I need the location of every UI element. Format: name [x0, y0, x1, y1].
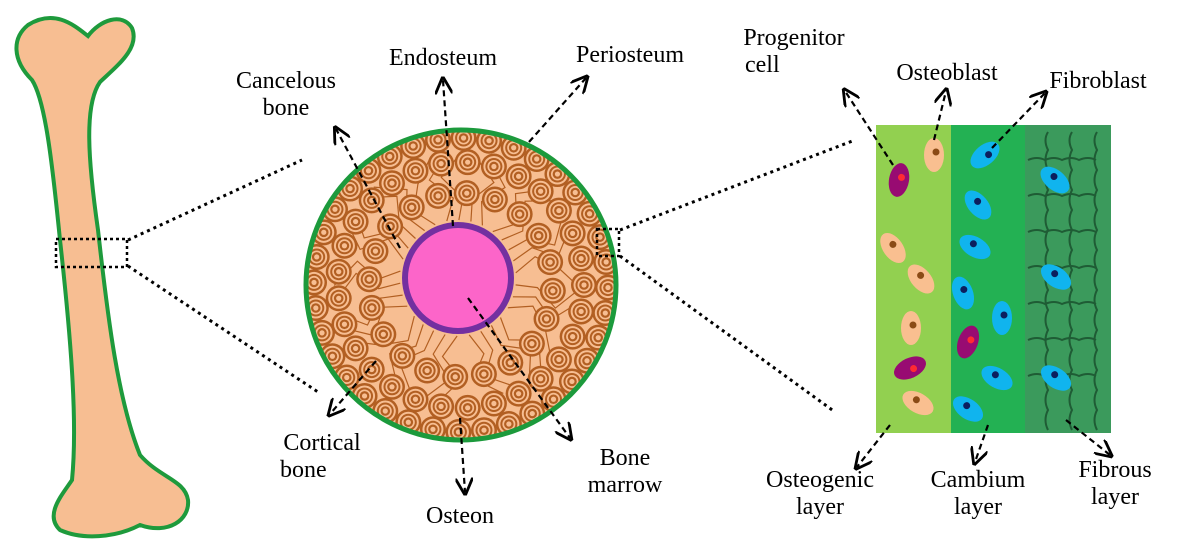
osteon [507, 201, 533, 227]
osteon [359, 357, 385, 383]
osteon [526, 223, 552, 249]
label-cortical-bone-line2: bone [272, 457, 372, 484]
osteon [534, 306, 560, 332]
osteon [359, 295, 385, 321]
zoom-line-top-left [128, 160, 302, 240]
label-osteogenic-layer-line1: Osteogenic [745, 467, 895, 494]
osteon [377, 213, 403, 239]
osteon [331, 311, 357, 337]
osteon [540, 278, 566, 304]
label-progenitor-cell: Progenitor cell [735, 25, 853, 79]
osteon [379, 170, 405, 196]
osteon [379, 374, 405, 400]
label-osteogenic-layer-line2: layer [745, 494, 895, 521]
label-endosteum: Endosteum [368, 45, 518, 72]
osteon [481, 153, 507, 179]
osteon [482, 186, 508, 212]
label-cancelous-bone: Cancelous bone [216, 68, 356, 122]
label-cambium-layer: Cambium layer [913, 467, 1043, 521]
label-periosteum: Periosteum [555, 42, 705, 69]
label-fibrous-layer-line2: layer [1060, 484, 1170, 511]
label-osteoblast: Osteoblast [877, 60, 1017, 87]
label-bone-marrow-line2: marrow [560, 472, 690, 499]
label-osteogenic-layer: Osteogenic layer [745, 467, 895, 521]
femur-bone [16, 18, 188, 536]
label-cancelous-bone-line1: Cancelous [216, 68, 356, 95]
osteon [455, 149, 481, 175]
label-fibrous-layer: Fibrous layer [1060, 457, 1170, 511]
osteon [497, 350, 523, 376]
zoom-line-top-right [620, 140, 855, 230]
label-fibrous-layer-line1: Fibrous [1060, 457, 1170, 484]
bone-marrow [405, 225, 511, 331]
osteon [571, 272, 597, 298]
label-cambium-layer-line1: Cambium [913, 467, 1043, 494]
osteon [442, 364, 468, 390]
osteon [560, 220, 586, 246]
osteon [454, 180, 480, 206]
zoom-line-bottom-right [620, 256, 835, 412]
osteon [455, 395, 481, 421]
label-cancelous-bone-line2: bone [216, 95, 356, 122]
osteon [399, 194, 425, 220]
osteon [568, 298, 594, 324]
osteon [356, 266, 382, 292]
osteon [425, 183, 451, 209]
osteon [326, 285, 352, 311]
osteon [402, 386, 428, 412]
zoom-line-bottom-left [128, 266, 318, 392]
osteon [546, 346, 572, 372]
osteon [389, 343, 415, 369]
label-osteon: Osteon [405, 503, 515, 530]
arrow-periosteum [529, 78, 586, 142]
label-progenitor-cell-line2: cell [735, 52, 853, 79]
fibroblast-cell [992, 301, 1012, 335]
label-bone-marrow-line1: Bone [560, 445, 690, 472]
label-cambium-layer-line2: layer [913, 494, 1043, 521]
osteon [370, 321, 396, 347]
label-fibroblast: Fibroblast [1033, 68, 1163, 95]
osteon [402, 158, 428, 184]
osteon [568, 246, 594, 272]
osteon [326, 259, 352, 285]
osteon [414, 358, 440, 384]
osteon [519, 331, 545, 357]
label-progenitor-cell-line1: Progenitor [735, 25, 853, 52]
osteon [343, 335, 369, 361]
label-cortical-bone: Cortical bone [272, 430, 372, 484]
osteoblast-cell [924, 138, 944, 172]
osteon [362, 238, 388, 264]
osteon [428, 393, 454, 419]
osteoblast-cell [901, 311, 921, 345]
label-cortical-bone-line1: Cortical [272, 430, 372, 457]
osteon [537, 249, 563, 275]
osteon [471, 361, 497, 387]
osteon [560, 324, 586, 350]
label-bone-marrow: Bone marrow [560, 445, 690, 499]
